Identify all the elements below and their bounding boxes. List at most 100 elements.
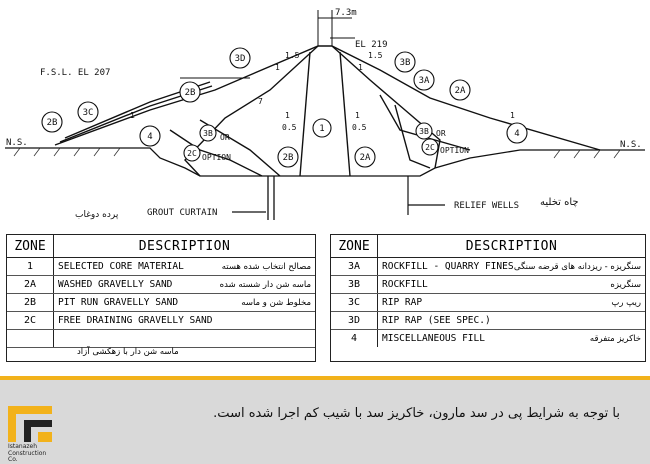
slope-0-5-left: 0.5	[282, 123, 297, 132]
zone-2a-bottom-circle	[354, 146, 376, 168]
crest-dimension	[317, 10, 355, 46]
ns-right-label: N.S.	[620, 140, 642, 150]
zone-2a-right-circle	[449, 79, 471, 101]
zone-2b-circle-b	[41, 111, 63, 133]
zone-cell: 3A	[331, 258, 378, 275]
zone-3b-left-circle	[199, 124, 217, 142]
slope-1-5-right: 1.5	[368, 51, 383, 60]
description-fa: سنگریزه	[610, 279, 641, 290]
zone-2c-left-circle	[183, 144, 201, 162]
zone-cell: 2C	[7, 312, 54, 329]
zone-4-right-label: 4	[514, 129, 519, 139]
description-header: DESCRIPTION	[138, 238, 231, 254]
zone-table-right: ZONE DESCRIPTION 3A ROCKFILL - QUARRY FI…	[330, 234, 646, 362]
zone-3b-left-label: 3B	[203, 129, 213, 138]
zone-2b-label-c: 2B	[283, 153, 294, 163]
fsl-label: F.S.L. EL 207	[40, 68, 110, 78]
company-logo	[8, 406, 52, 442]
description-fa: خاکریز متفرقه	[589, 333, 641, 344]
table-row: 3D RIP RAP (SEE SPEC.)	[331, 312, 645, 330]
zone-cell: 3D	[331, 312, 378, 329]
relief-wells-fa-label: چاه تخلیه	[540, 197, 579, 208]
zone-cell: 2A	[7, 276, 54, 293]
slope-7: 7	[258, 97, 263, 106]
ground-line	[5, 147, 645, 177]
zone-3b-right-circle	[415, 122, 433, 140]
description-en: SELECTED CORE MATERIAL	[58, 261, 184, 272]
description-en: RIP RAP	[382, 297, 423, 308]
zone-3b-top-label: 3B	[400, 58, 411, 68]
dam-cross-section-diagram: 3D 2B 3C 2B 4 3B 2C 2B 1 3B 3A 2A 4 3B 2…	[5, 8, 645, 220]
zone-3a-label: 3A	[419, 76, 430, 86]
zone-2b-circle-c	[277, 146, 299, 168]
zone-cell: 4	[331, 330, 378, 347]
option-right: OPTION	[440, 146, 469, 155]
grout-curtain	[232, 176, 275, 220]
zone-3b-right-label: 3B	[419, 127, 429, 136]
or-option-right: OR	[436, 129, 446, 138]
description-fa: ریپ رپ	[611, 297, 641, 308]
description-fa: سنگریزه - ریزدانه های قرضه سنگی	[513, 261, 641, 272]
description-en: PIT RUN GRAVELLY SAND	[58, 297, 179, 308]
zone-2b-label-b: 2B	[47, 118, 58, 128]
zone-2c-left-label: 2C	[187, 149, 197, 158]
table-row: 2C FREE DRAINING GRAVELLY SAND	[7, 312, 315, 330]
slope-1-left: 1	[275, 63, 280, 72]
company-logo-text: Istanazeh Construction Co.	[8, 443, 47, 463]
slope-1-d: 1	[510, 111, 515, 120]
ns-left-label: N.S.	[6, 138, 28, 148]
zone-2b-label-a: 2B	[185, 88, 196, 98]
zone-labels: 3D 2B 3C 2B 4 3B 2C 2B 1 3B 3A 2A 4 3B 2…	[47, 54, 520, 163]
ground-hatch	[13, 147, 621, 159]
slope-0-5-right: 0.5	[352, 123, 367, 132]
zone-3b-top-circle	[394, 51, 416, 73]
relief-wells-label: RELIEF WELLS	[454, 201, 519, 211]
footer-accent-bar	[0, 376, 650, 380]
zone-3d-circle	[229, 47, 251, 69]
zone-3a-circle	[413, 69, 435, 91]
zone-header: ZONE	[7, 235, 54, 257]
crest-elevation-label: EL 219	[355, 40, 388, 50]
crest-width-label: 7.3m	[335, 8, 357, 18]
zone-2b-circle-a	[179, 81, 201, 103]
table-header: ZONE DESCRIPTION	[7, 235, 315, 258]
zone-cell: 1	[7, 258, 54, 275]
zone-cell: 3B	[331, 276, 378, 293]
zone-4-left-circle	[139, 125, 161, 147]
table-row: 3B ROCKFILL سنگریزه	[331, 276, 645, 294]
zone-4-left-label: 4	[147, 132, 152, 142]
zone-2c-fa-note: ماسه شن دار با زهکشی آزاد	[77, 347, 179, 357]
footer-banner: Istanazeh Construction Co. با توجه به شر…	[0, 376, 650, 464]
zone-3c-label: 3C	[83, 108, 94, 118]
slope-1-5-left: 1.5	[285, 51, 300, 60]
footer-caption: با توجه به شرایط پی در سد مارون، خاکریز …	[213, 406, 620, 421]
slope-1-right: 1	[358, 63, 363, 72]
zone-cell: 2B	[7, 294, 54, 311]
zone-3c-circle	[77, 101, 99, 123]
annotation-text: 7.3m EL 219 F.S.L. EL 207 N.S. N.S. 1.5 …	[6, 8, 642, 220]
description-en: RIP RAP (SEE SPEC.)	[382, 315, 491, 326]
table-row-spacer	[7, 330, 315, 348]
option-left: OPTION	[202, 153, 231, 162]
or-option-left: OR	[220, 133, 230, 142]
grout-curtain-label: GROUT CURTAIN	[147, 208, 217, 218]
zone-header: ZONE	[331, 235, 378, 257]
zone-table-left: ZONE DESCRIPTION 1 SELECTED CORE MATERIA…	[6, 234, 316, 362]
slope-1-c: 1	[355, 111, 360, 120]
zone-3d-label: 3D	[235, 54, 246, 64]
description-en: ROCKFILL	[382, 279, 428, 290]
table-header: ZONE DESCRIPTION	[331, 235, 645, 258]
description-header: DESCRIPTION	[465, 238, 558, 254]
zone-2a-bottom-label: 2A	[360, 153, 371, 163]
zone-2c-right-label: 2C	[425, 143, 435, 152]
zone-1-circle	[312, 118, 332, 138]
relief-wells	[407, 176, 445, 215]
description-en: WASHED GRAVELLY SAND	[58, 279, 173, 290]
slope-1-a: 1	[130, 111, 135, 120]
zone-circles	[41, 47, 528, 168]
